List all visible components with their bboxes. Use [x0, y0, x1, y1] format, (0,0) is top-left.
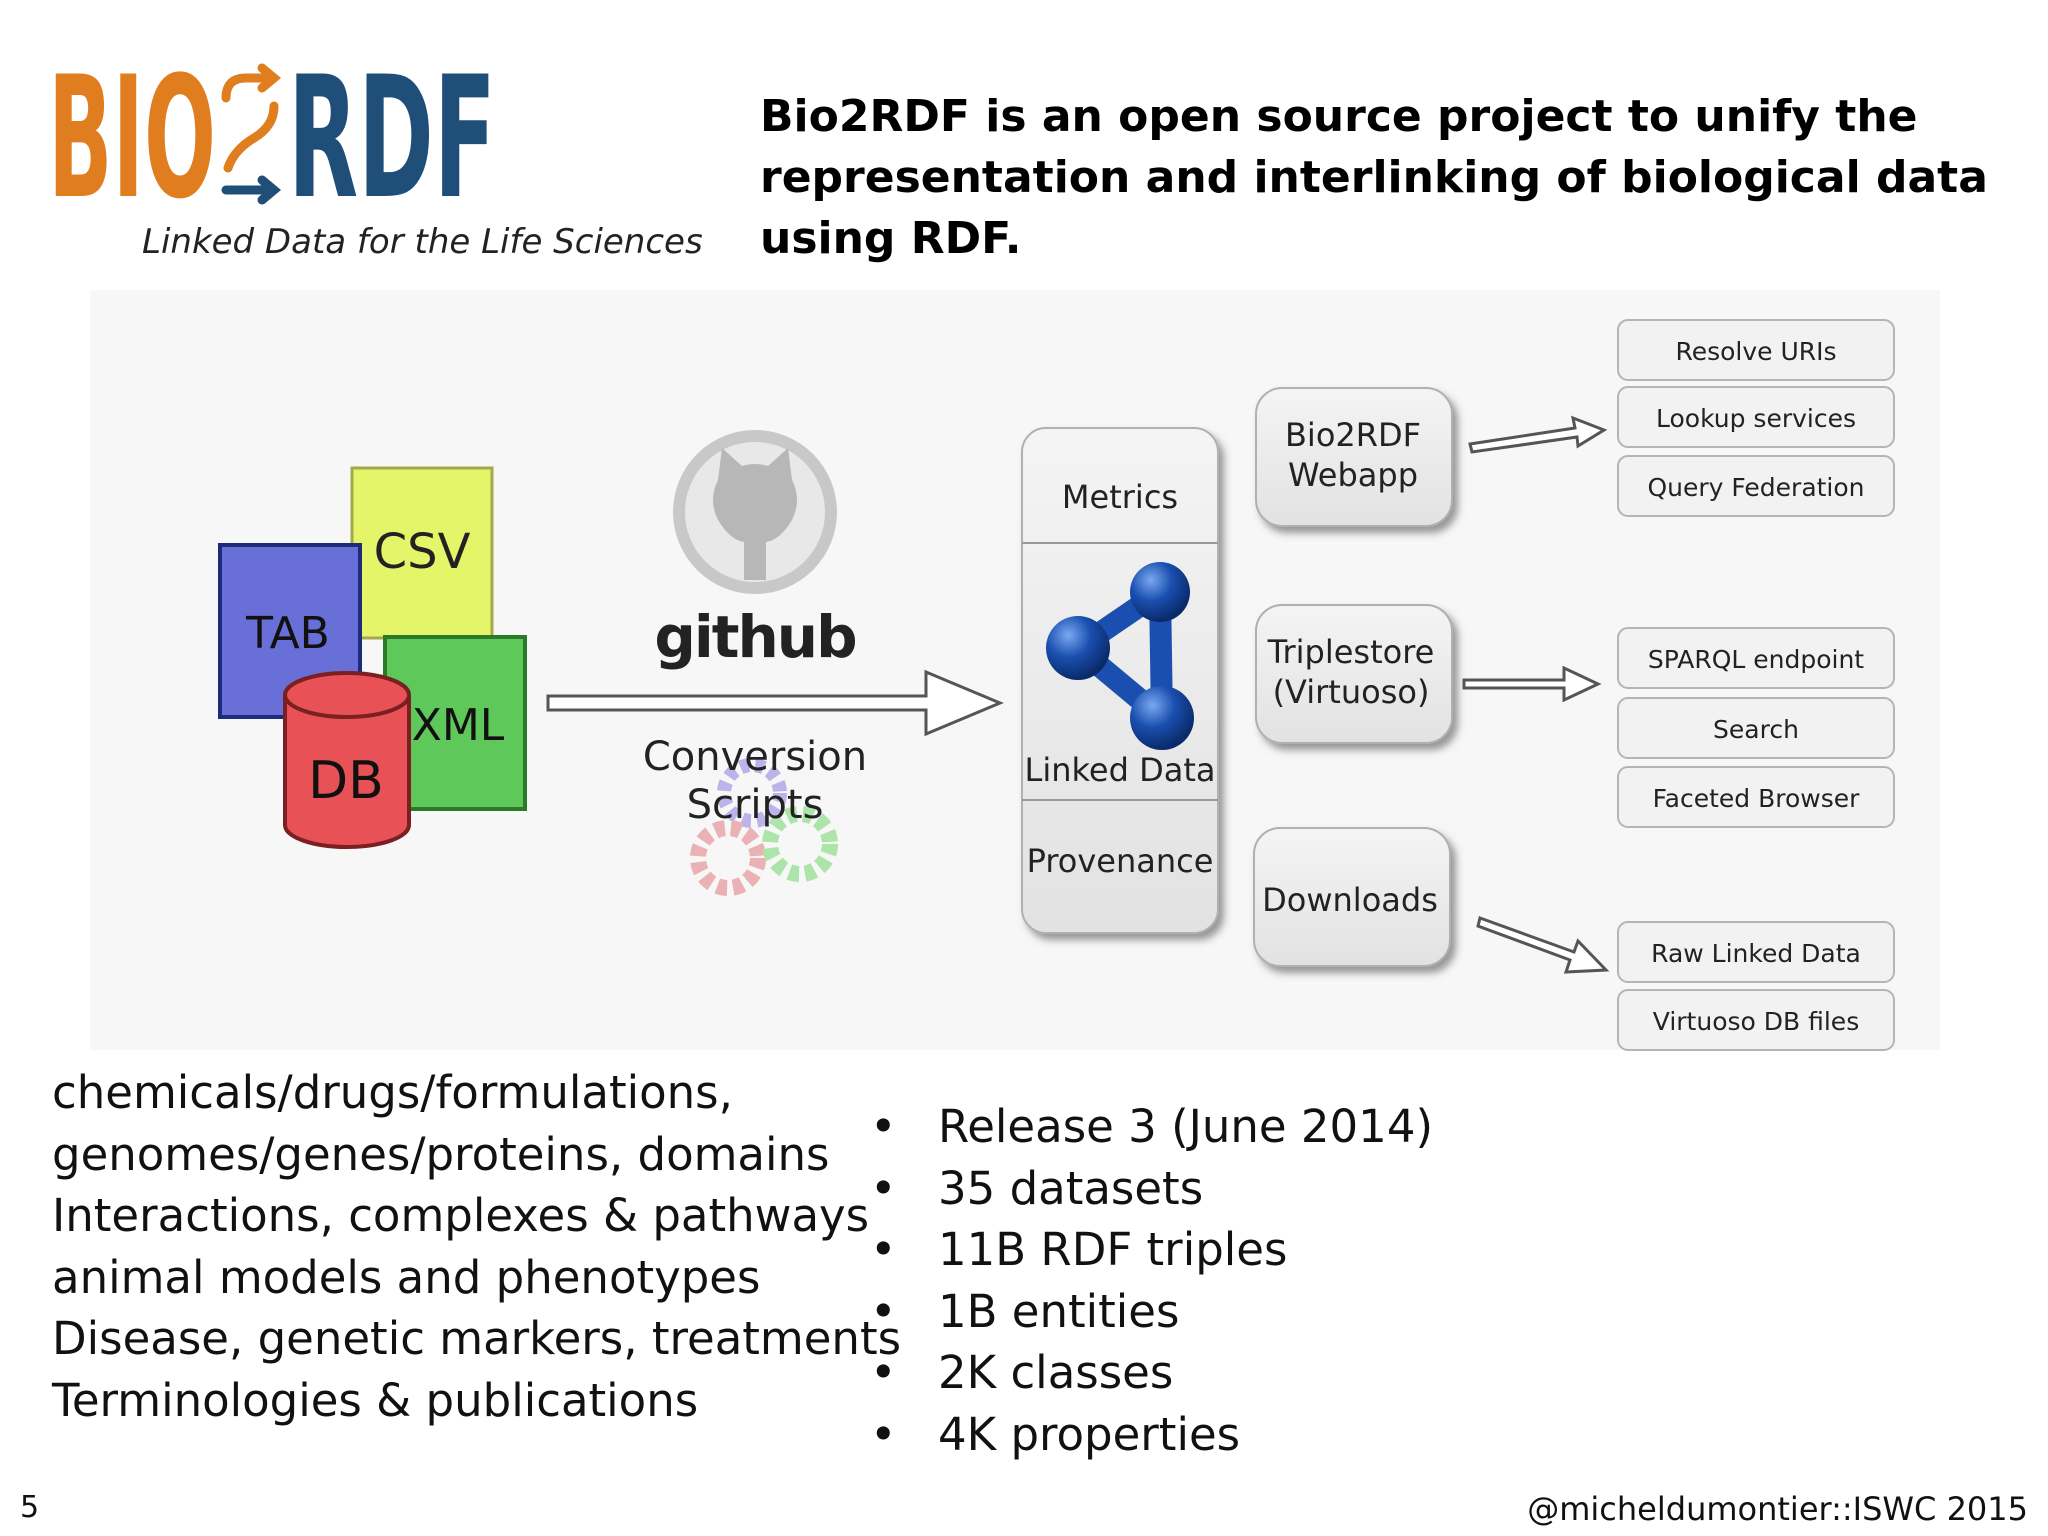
github-octocat-icon — [673, 430, 837, 594]
data-categories-list: chemicals/drugs/formulations, genomes/ge… — [52, 1062, 901, 1431]
bullet-icon: • — [870, 1100, 897, 1153]
service-resolve-uris: Resolve URIs — [1675, 337, 1836, 366]
category-line: chemicals/drugs/formulations, — [52, 1066, 733, 1119]
logo-rdf: RDF — [288, 58, 496, 208]
service-query-federation: Query Federation — [1647, 473, 1864, 502]
source-formats: CSV TAB XML DB — [218, 466, 527, 849]
headline-line-1: Bio2RDF is an open source project to uni… — [760, 91, 1918, 142]
stat-text: 11B RDF triples — [938, 1223, 1288, 1276]
service-boxes — [1617, 319, 1895, 1051]
stat-text: 1B entities — [938, 1284, 1180, 1338]
stat-item: • 11B RDF triples — [870, 1219, 1433, 1281]
headline-line-2: representation and interlinking of biolo… — [760, 152, 1988, 264]
logo-arrows-icon — [221, 63, 282, 205]
tagline: Linked Data for the Life Sciences — [142, 222, 703, 262]
conversion-arrow — [546, 669, 1004, 737]
stat-item: • 2K classes — [870, 1342, 1433, 1404]
gears-icon — [690, 758, 838, 896]
service-sparql-endpoint: SPARQL endpoint — [1648, 645, 1864, 674]
downloads-box — [1253, 827, 1451, 967]
bullet-icon: • — [870, 1161, 897, 1215]
triplestore-label-line-1: Triplestore — [1267, 633, 1435, 671]
metrics-label: Metrics — [1062, 478, 1178, 516]
headline: Bio2RDF is an open source project to uni… — [760, 86, 2030, 269]
tab-label: TAB — [245, 608, 330, 659]
stat-text: Release 3 (June 2014) — [938, 1100, 1433, 1153]
category-line: Terminologies & publications — [52, 1373, 699, 1427]
service-box-search — [1617, 697, 1895, 759]
service-faceted-browser: Faceted Browser — [1653, 784, 1861, 813]
service-box-lookup-services — [1617, 386, 1895, 448]
bullet-icon: • — [870, 1284, 897, 1338]
downloads-arrow — [1476, 916, 1610, 974]
linked-data-molecule-icon — [1046, 562, 1194, 750]
logo-graphic: BIO RDF — [48, 40, 496, 236]
service-box-faceted-browser — [1617, 766, 1895, 828]
service-box-query-federation — [1617, 455, 1895, 517]
db-cylinder-icon — [283, 671, 411, 849]
service-virtuoso-db-files: Virtuoso DB files — [1653, 1007, 1859, 1036]
service-box-raw-linked-data — [1617, 921, 1895, 983]
triplestore-box — [1255, 604, 1453, 744]
csv-label: CSV — [374, 524, 471, 580]
db-label: DB — [308, 751, 384, 811]
service-box-resolve-uris — [1617, 319, 1895, 381]
github-wordmark: github — [654, 603, 855, 671]
footer-credit: @micheldumontier::ISWC 2015 — [1527, 1490, 2028, 1528]
service-raw-linked-data: Raw Linked Data — [1651, 939, 1861, 968]
webapp-label-line-2: Webapp — [1288, 456, 1418, 494]
webapp-arrow — [1468, 415, 1608, 454]
service-box-virtuoso-db-files — [1617, 989, 1895, 1051]
triplestore-arrow — [1462, 665, 1602, 703]
stat-text: 4K properties — [938, 1407, 1241, 1461]
stat-text: 2K classes — [938, 1346, 1174, 1399]
bullet-icon: • — [870, 1346, 897, 1399]
category-line: animal models and phenotypes — [52, 1250, 761, 1304]
service-search: Search — [1713, 715, 1799, 744]
xml-label: XML — [412, 700, 505, 751]
page-number: 5 — [20, 1490, 40, 1525]
linked-data-label: Linked Data — [1025, 751, 1216, 789]
service-box-sparql-endpoint — [1617, 627, 1895, 689]
stat-item: • 1B entities — [870, 1281, 1433, 1343]
bio2rdf-logo: BIO RDF — [48, 40, 498, 236]
category-line: Interactions, complexes & pathways — [52, 1189, 870, 1242]
downloads-label: Downloads — [1262, 881, 1438, 919]
conversion-label-line-2: Scripts — [687, 782, 824, 828]
conversion-label-line-1: Conversion — [643, 734, 867, 780]
webapp-label-line-1: Bio2RDF — [1285, 416, 1421, 454]
service-lookup-services: Lookup services — [1656, 404, 1856, 433]
stat-item: • Release 3 (June 2014) — [870, 1096, 1433, 1158]
stat-item: • 35 datasets — [870, 1158, 1433, 1220]
stat-text: 35 datasets — [938, 1161, 1204, 1215]
logo-bio: BIO — [48, 58, 216, 208]
release-stats-list: • Release 3 (June 2014) • 35 datasets • 11B… — [870, 1096, 1433, 1465]
bullet-icon: • — [870, 1223, 897, 1276]
triplestore-label-line-2: (Virtuoso) — [1273, 673, 1430, 711]
category-line: genomes/genes/proteins, domains — [52, 1127, 830, 1181]
stat-item: • 4K properties — [870, 1404, 1433, 1466]
bullet-icon: • — [870, 1407, 897, 1461]
webapp-box — [1255, 387, 1453, 527]
category-line: Disease, genetic markers, treatments — [52, 1312, 902, 1365]
provenance-label: Provenance — [1027, 842, 1214, 880]
